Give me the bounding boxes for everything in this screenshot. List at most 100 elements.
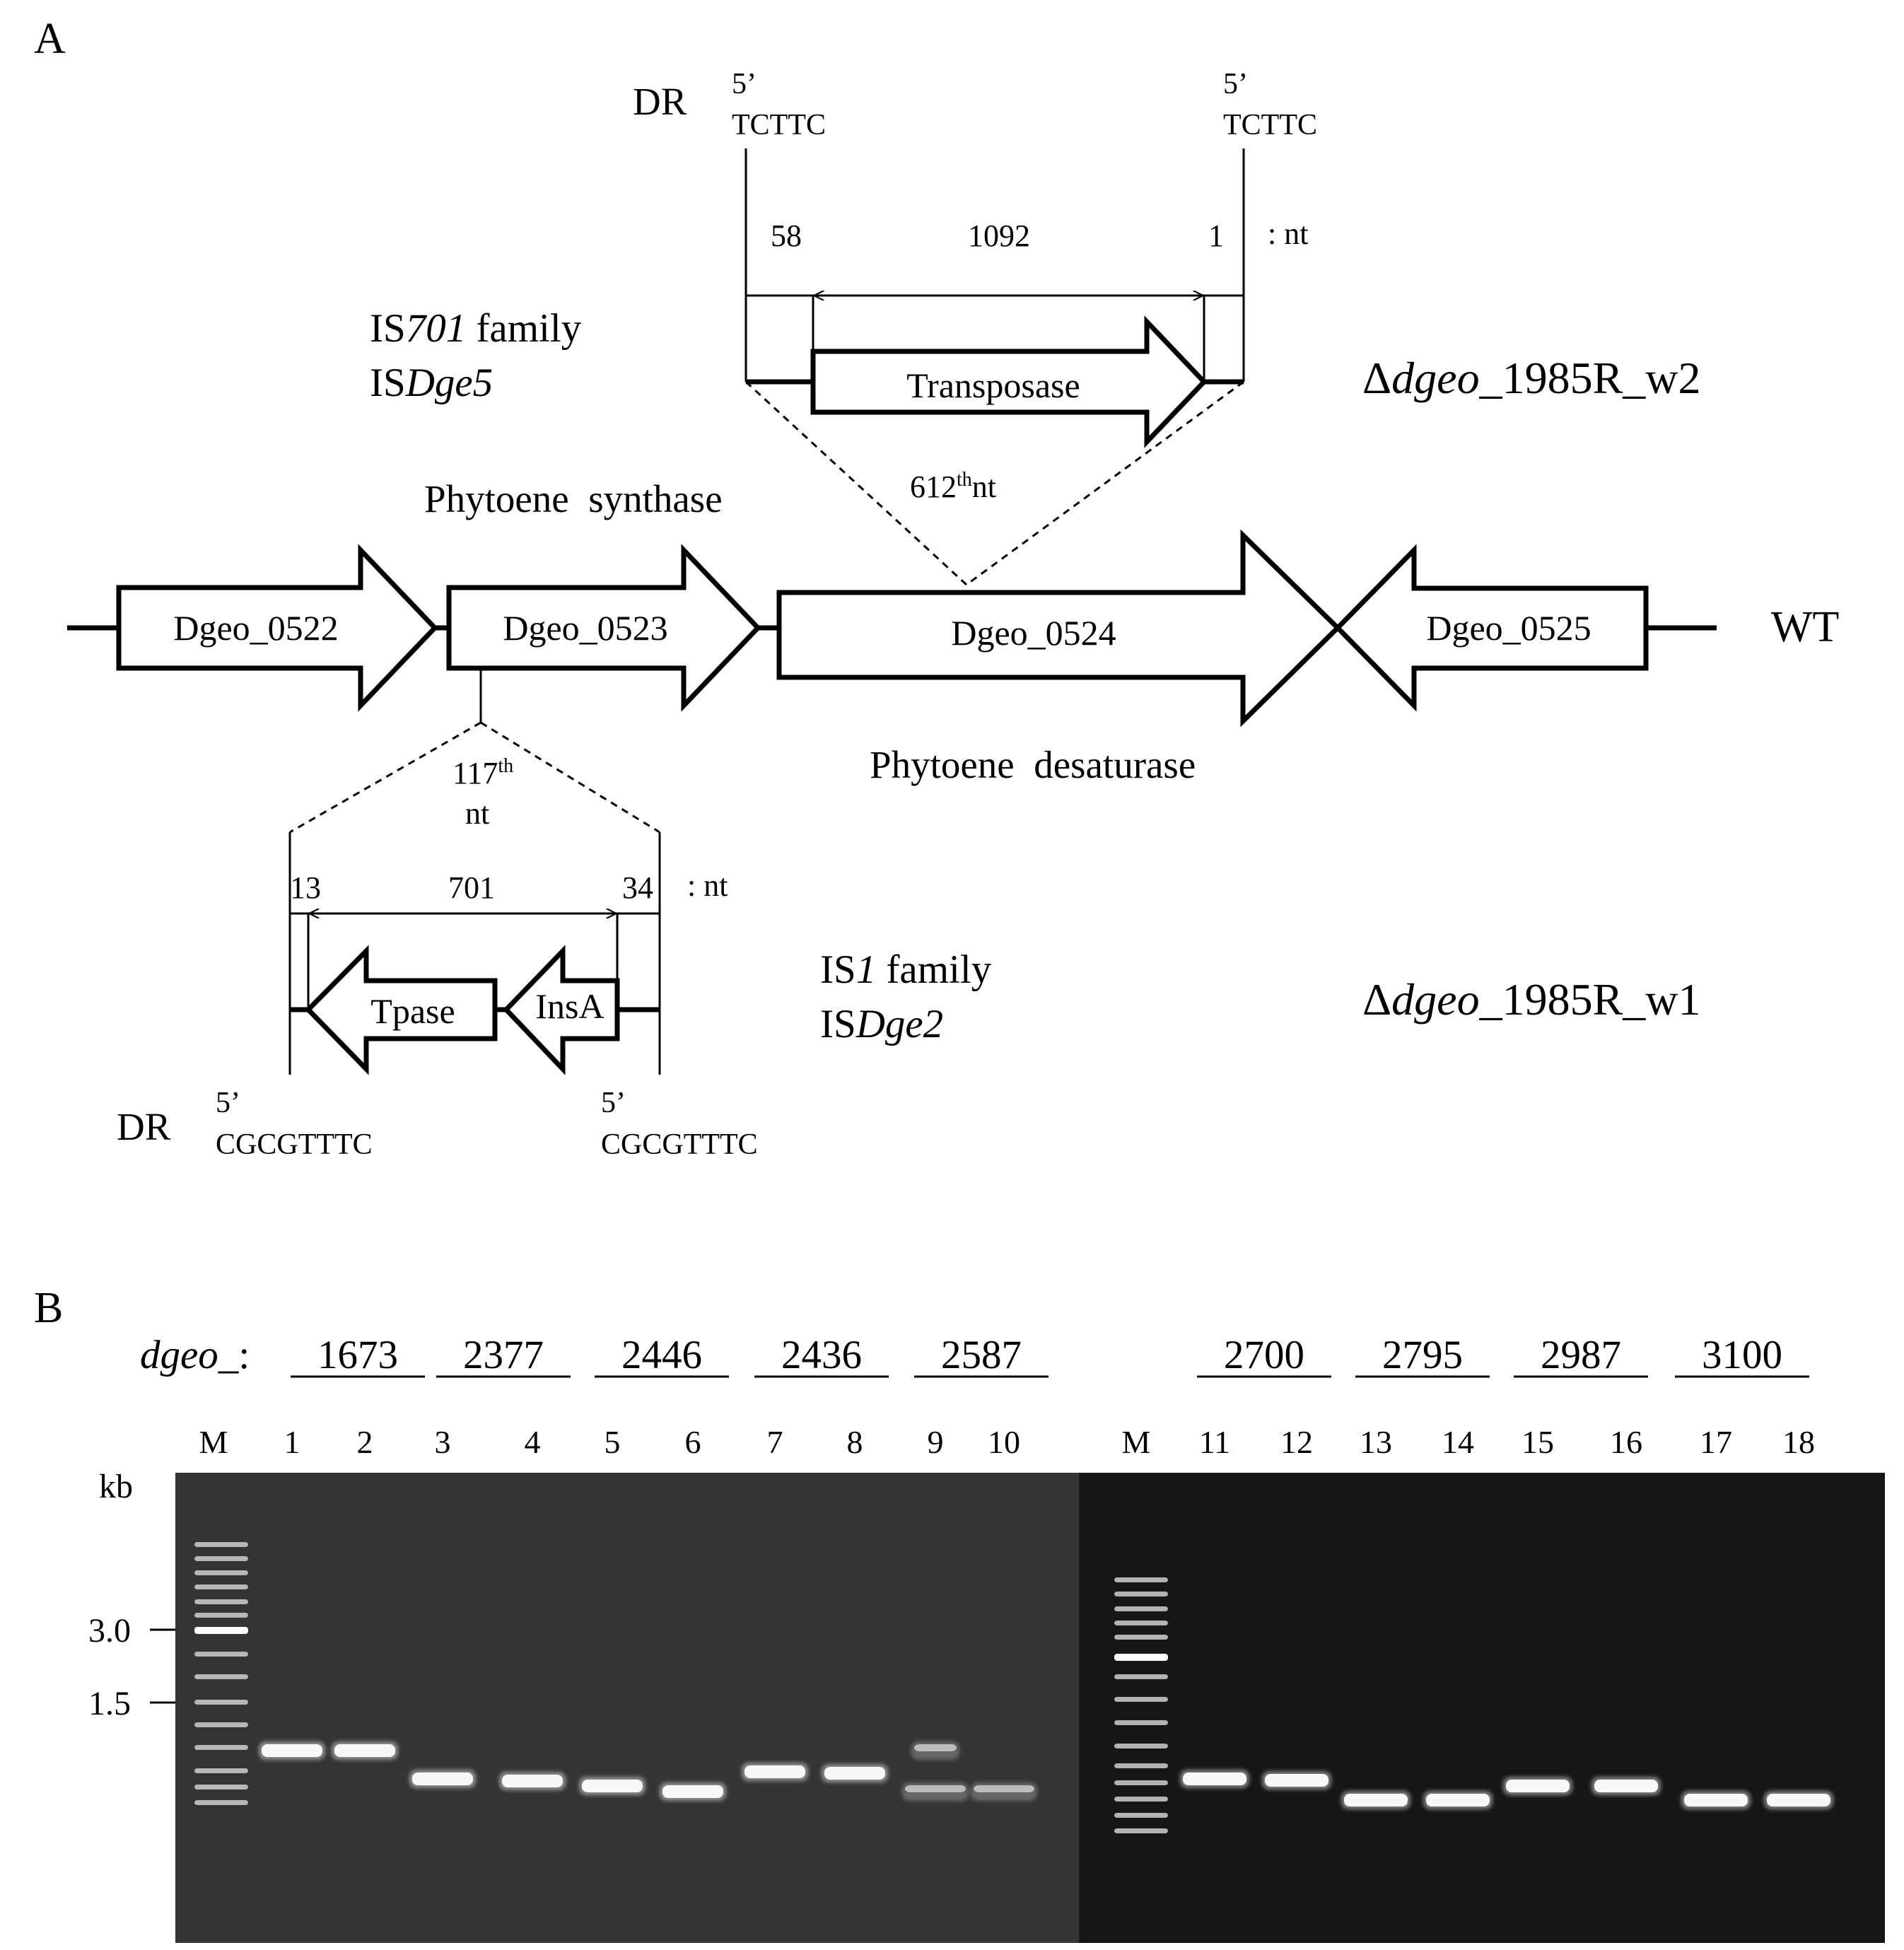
lane-label-8: 8: [847, 1424, 863, 1460]
ladder-band: [1114, 1763, 1168, 1768]
sample-band: [582, 1780, 643, 1792]
sample-band: [412, 1773, 473, 1785]
sample-band: [1344, 1794, 1408, 1806]
w1-unit: : nt: [687, 868, 728, 903]
ladder-band: [194, 1800, 248, 1805]
lane-label-5: 5: [605, 1424, 621, 1460]
w1-dr-left-seq: CGCGTTTC: [216, 1128, 373, 1161]
ladder-band: [1114, 1780, 1168, 1785]
w2-family-label: IS701 family: [370, 306, 582, 351]
ladder-band: [194, 1570, 248, 1575]
lane-label-4: 4: [525, 1424, 541, 1460]
w1-dr-label: DR: [117, 1105, 171, 1148]
gene-group-1673: 1673: [317, 1333, 398, 1377]
w2-dr-right-5prime: 5’: [1223, 68, 1248, 100]
gene-group-2700: 2700: [1224, 1333, 1304, 1377]
tpase-label: Tpase: [370, 991, 455, 1031]
ladder-band: [1114, 1592, 1168, 1596]
ladder-band: [1114, 1697, 1168, 1702]
lane-label-7: 7: [767, 1424, 783, 1460]
ladder-band: [194, 1745, 248, 1750]
lane-label-9: 9: [928, 1424, 944, 1460]
ladder-band: [1114, 1606, 1168, 1611]
gene-group-3100: 3100: [1702, 1333, 1782, 1377]
ladder-band: [1114, 1577, 1168, 1582]
ladder-band: [1114, 1635, 1168, 1640]
w1-is-name: ISDge2: [820, 1002, 943, 1046]
w2-is-name: ISDge5: [370, 361, 493, 405]
lane-label-6: 6: [685, 1424, 701, 1460]
ladder-band: [1114, 1828, 1168, 1833]
phytoene-synthase-label: Phytoene synthase: [424, 477, 723, 520]
gene-arrow-dgeo-0523: [446, 544, 761, 712]
ladder-band: [1114, 1797, 1168, 1802]
w2-insertion: [744, 148, 1245, 586]
sample-band: [1594, 1780, 1658, 1792]
w2-len-mid: 1092: [968, 218, 1030, 253]
sample-band: [662, 1785, 723, 1798]
sample-band: [262, 1744, 322, 1757]
lane-label-marker-right: M: [1122, 1424, 1151, 1460]
sample-band: [1767, 1794, 1830, 1806]
gene-label-dgeo-0525: Dgeo_0525: [1426, 608, 1591, 648]
sample-band: [974, 1785, 1034, 1792]
lane-label-10: 10: [988, 1424, 1020, 1460]
sample-band: [905, 1785, 966, 1792]
w2-dr-left-5prime: 5’: [732, 68, 757, 100]
sample-band: [502, 1775, 563, 1787]
panel-b-label: B: [34, 1284, 63, 1332]
w1-insert-number: 117th: [452, 755, 513, 790]
gene-arrow-dgeo-0525: [1334, 544, 1649, 712]
gel-left: [175, 1473, 1079, 1943]
ladders: [194, 1542, 1168, 1833]
w1-insert-unit: nt: [465, 796, 489, 831]
gene-prefix-label: dgeo_:: [140, 1333, 250, 1377]
lane-label-15: 15: [1522, 1424, 1554, 1460]
ladder-band: [194, 1785, 248, 1790]
ladder-band: [194, 1584, 248, 1589]
w1-family-label: IS1 family: [820, 947, 992, 992]
gene-group-2987: 2987: [1541, 1333, 1621, 1377]
w1-len-right: 34: [622, 870, 653, 905]
sample-band: [1183, 1773, 1246, 1785]
wt-label: WT: [1771, 603, 1839, 651]
w1-len-mid: 701: [448, 870, 495, 905]
transposase-orf-arrow: [810, 315, 1208, 448]
lane-label-13: 13: [1360, 1424, 1392, 1460]
w2-unit: : nt: [1268, 216, 1308, 251]
ladder-band: [194, 1613, 248, 1618]
lane-label-2: 2: [357, 1424, 373, 1460]
sample-band: [1426, 1794, 1490, 1806]
gene-label-dgeo-0524: Dgeo_0524: [951, 613, 1116, 653]
lane-label-14: 14: [1442, 1424, 1474, 1460]
gel-image: [175, 1473, 1885, 1943]
gene-group-2446: 2446: [621, 1333, 702, 1377]
ladder-band: [1114, 1813, 1168, 1818]
sample-band: [824, 1767, 885, 1780]
w2-dr-label: DR: [633, 80, 687, 123]
gene-group-2436: 2436: [781, 1333, 862, 1377]
sample-band: [1265, 1774, 1328, 1787]
w2-len-left: 58: [771, 218, 802, 253]
lane-label-17: 17: [1700, 1424, 1732, 1460]
w1-len-left: 13: [290, 870, 321, 905]
lane-label-16: 16: [1610, 1424, 1642, 1460]
lane-label-18: 18: [1782, 1424, 1815, 1460]
w2-dr-left-seq: TCTTC: [732, 109, 826, 141]
lane-label-1: 1: [284, 1424, 300, 1460]
lane-label-11: 11: [1199, 1424, 1230, 1460]
gene-group-2587: 2587: [941, 1333, 1022, 1377]
lane-label-marker-left: M: [199, 1424, 228, 1460]
ladder-band: [1114, 1744, 1168, 1748]
ladder-band: [1114, 1654, 1168, 1661]
w1-strain-label: Δdgeo_1985R_w1: [1362, 974, 1700, 1024]
ladder-band: [194, 1700, 248, 1705]
sample-band: [1506, 1780, 1570, 1792]
bands: [259, 1741, 1833, 1809]
w1-dr-right-seq: CGCGTTTC: [601, 1128, 758, 1161]
w2-len-right: 1: [1208, 218, 1224, 253]
gene-arrow-dgeo-0522: [116, 544, 438, 712]
sample-band: [1684, 1794, 1748, 1806]
lane-label-12: 12: [1280, 1424, 1313, 1460]
w2-insert-position: 612thnt: [910, 469, 996, 504]
